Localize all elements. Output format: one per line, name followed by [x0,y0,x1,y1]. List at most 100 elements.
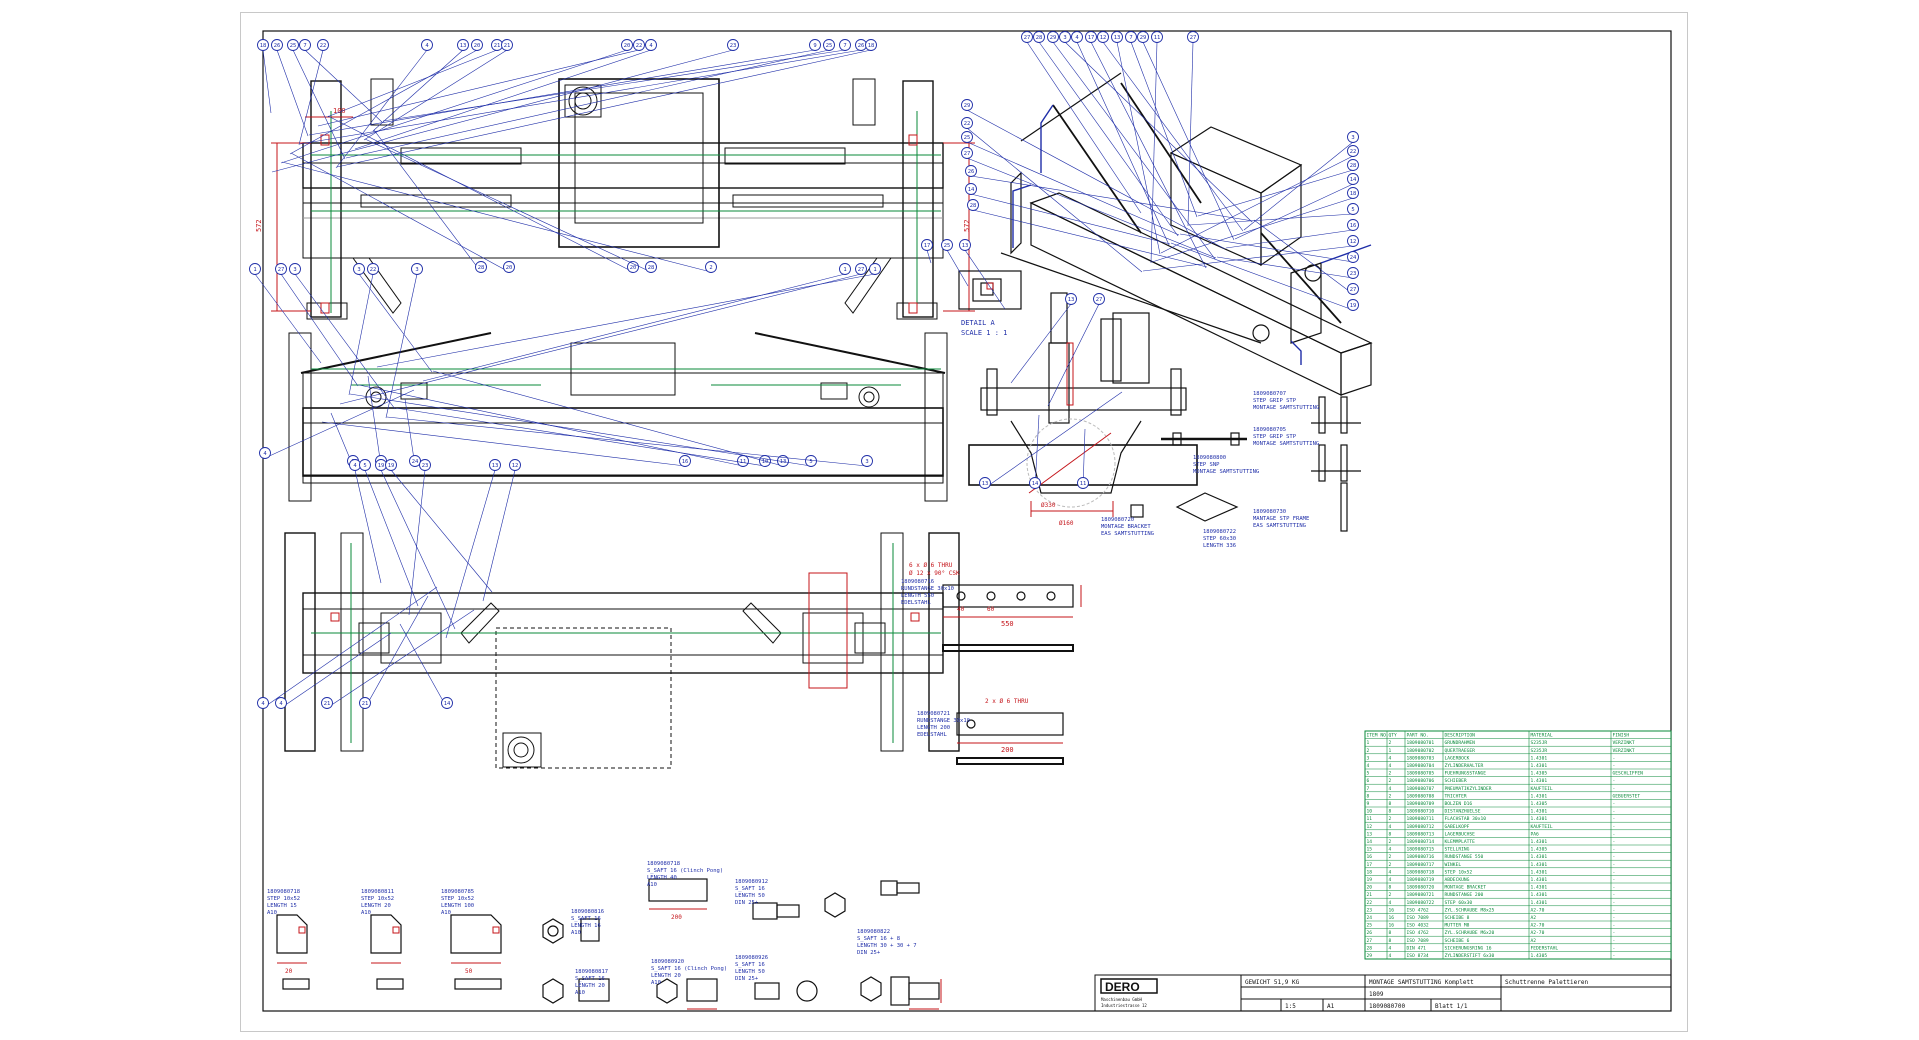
balloon-iso-view: 27 [1187,31,1199,227]
svg-text:3: 3 [357,267,360,273]
svg-text:-: - [1613,832,1616,837]
svg-text:24: 24 [1350,255,1357,261]
svg-text:-: - [1613,931,1616,936]
flat-bars [942,584,1074,765]
svg-text:1809080712: 1809080712 [1407,824,1435,830]
svg-text:1809080718: 1809080718 [647,861,680,867]
svg-text:24: 24 [412,459,419,465]
svg-text:8: 8 [1389,885,1392,891]
svg-text:1.4301: 1.4301 [1531,885,1548,891]
svg-text:22: 22 [320,43,327,49]
svg-text:RUNDSTANGE 200: RUNDSTANGE 200 [1445,892,1484,898]
balloon-iso-view: 27 [961,147,1217,259]
svg-text:2: 2 [1389,793,1392,799]
svg-text:26: 26 [274,43,281,49]
svg-text:21: 21 [1367,892,1373,898]
svg-text:23: 23 [1367,907,1373,913]
title-block [1094,974,1672,1012]
svg-text:2: 2 [1389,740,1392,746]
svg-text:LAGERBUCHSE: LAGERBUCHSE [1445,831,1476,837]
balloon-top-view: 7 [382,39,851,122]
svg-text:11: 11 [740,459,747,465]
svg-text:8: 8 [1389,930,1392,936]
svg-text:-: - [1613,863,1616,868]
svg-text:STELLRING: STELLRING [1445,847,1470,853]
dim-flat-550: 550 [1001,620,1014,628]
svg-text:-: - [1613,756,1616,761]
svg-text:1809080703: 1809080703 [1407,755,1435,761]
svg-text:2: 2 [1389,771,1392,777]
svg-text:7: 7 [303,43,306,49]
balloon-iso-view: 11 [1150,31,1163,264]
section-pipe [1026,418,1116,508]
svg-text:1809080718: 1809080718 [1407,869,1435,875]
svg-text:MONTAGE SAMTSTUTTING: MONTAGE SAMTSTUTTING [1253,441,1319,447]
svg-text:12: 12 [1100,35,1107,41]
bottom-view-green [311,543,941,743]
svg-text:13: 13 [492,463,499,469]
svg-text:14: 14 [1350,177,1357,183]
svg-text:1.4301: 1.4301 [1531,862,1548,868]
svg-text:1809080720: 1809080720 [1407,885,1435,891]
svg-text:LENGTH 20: LENGTH 20 [575,983,605,989]
balloon-bottom-view: 23 [408,459,431,616]
svg-text:1809080711: 1809080711 [1407,816,1435,822]
svg-text:28: 28 [648,265,655,271]
balloon-top-view: 25 [345,39,835,159]
svg-text:S_SAFT 16: S_SAFT 16 [735,886,765,892]
svg-text:GESCHLIFFEN: GESCHLIFFEN [1613,771,1644,777]
svg-text:1809080721: 1809080721 [1407,892,1435,898]
svg-text:28: 28 [1350,163,1357,169]
dim-flat-200: 200 [1001,746,1014,754]
assy-sketches [1130,396,1361,532]
svg-text:LENGTH 336: LENGTH 336 [1203,543,1236,549]
svg-text:16: 16 [1367,854,1373,860]
svg-text:1809080926: 1809080926 [735,955,768,961]
svg-text:LENGTH 50: LENGTH 50 [735,969,765,975]
svg-text:14: 14 [968,187,975,193]
svg-text:1809080912: 1809080912 [735,879,768,885]
svg-text:3: 3 [1063,35,1066,41]
svg-text:1.4301: 1.4301 [1531,793,1548,799]
svg-text:20: 20 [630,265,637,271]
balloon-iso-view: 17 [1085,31,1207,269]
svg-text:5: 5 [1351,207,1354,213]
svg-text:22: 22 [964,121,971,127]
svg-text:ZYL.SCHRAUBE M8x25: ZYL.SCHRAUBE M8x25 [1445,907,1495,913]
svg-text:4: 4 [353,463,357,469]
tb-sheet: Blatt 1/1 [1435,1003,1468,1010]
svg-text:1.4301: 1.4301 [1531,877,1548,883]
svg-text:1809080705: 1809080705 [1407,771,1435,777]
svg-text:-: - [1613,878,1616,883]
top-view [302,78,944,320]
svg-text:12: 12 [512,463,519,469]
svg-text:4: 4 [263,451,267,457]
balloon-bottom-view: 19 [375,459,456,630]
balloon-iso-view: 29 [961,99,1226,250]
svg-text:A2-70: A2-70 [1531,930,1545,936]
svg-text:4: 4 [1389,900,1392,906]
small-parts-red [277,908,942,1010]
balloon-iso-view: 27 [1253,219,1359,295]
svg-text:MONTAGE SAMTSTUTTING: MONTAGE SAMTSTUTTING [1253,405,1319,411]
svg-text:18: 18 [260,43,267,49]
svg-text:-: - [1613,954,1616,959]
svg-text:16: 16 [1389,907,1395,913]
svg-text:ISO 8734: ISO 8734 [1407,953,1429,959]
svg-text:MONTAGE BRACKET: MONTAGE BRACKET [1445,885,1487,891]
balloon-top-view: 20 [280,39,633,164]
svg-text:1809080721: 1809080721 [917,711,950,717]
balloon-iso-view: 28 [1197,159,1359,217]
svg-text:28: 28 [1367,945,1373,951]
svg-text:LENGTH 40: LENGTH 40 [647,875,677,881]
svg-text:-: - [1613,810,1616,815]
svg-text:1: 1 [1389,748,1392,754]
